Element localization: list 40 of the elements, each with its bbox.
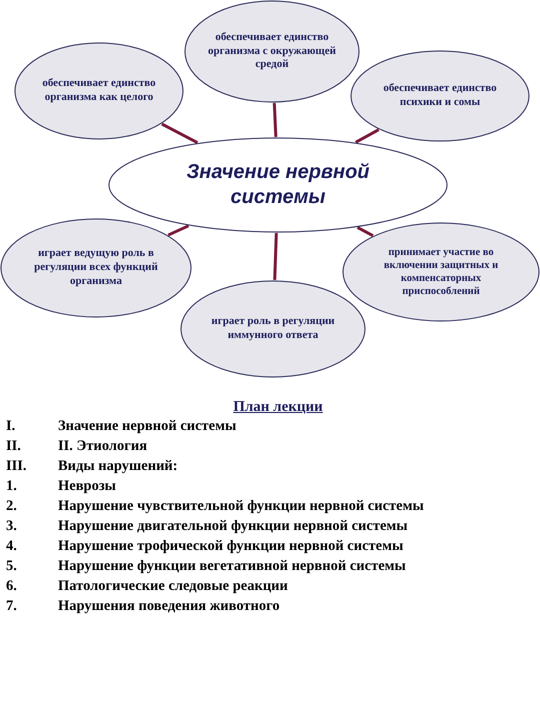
list-number: III.	[6, 457, 28, 476]
list-item-text: Нарушение функции вегетативной нервной системы	[58, 557, 406, 576]
list-number: I.	[6, 417, 16, 436]
connector-line	[273, 232, 278, 280]
ellipse-node	[342, 222, 540, 322]
node-text: обеспечивает единство психики и сомы	[382, 82, 498, 110]
list-number: 4.	[6, 537, 18, 556]
connector-line	[161, 122, 198, 144]
list-number: II.	[6, 437, 22, 456]
connector-line	[356, 226, 374, 237]
list-number: 6.	[6, 577, 18, 596]
list-item-text: Нарушение трофической функции нервной системы	[58, 537, 404, 556]
list-number: 2.	[6, 497, 18, 516]
list-number: 3.	[6, 517, 18, 536]
list-item-text: Патологические следовые реакции	[58, 577, 288, 596]
list-item-text: Нарушение двигательной функции нервной системы	[58, 517, 408, 536]
ellipse-node	[0, 218, 192, 318]
list-number: 5.	[6, 557, 18, 576]
node-text: обеспечивает единство организма с окружающей средой	[207, 30, 337, 72]
list-number: 7.	[6, 597, 18, 616]
list-item-text: Нарушение чувствительной функции нервной системы	[58, 497, 424, 516]
ellipse-node	[184, 0, 360, 103]
list-item-text: Нарушения поведения животного	[58, 597, 280, 616]
ellipse-node	[14, 42, 184, 140]
ellipse-node	[108, 137, 448, 233]
list-number: 1.	[6, 477, 18, 496]
list-item-text: Виды нарушений:	[58, 457, 178, 476]
node-text: обеспечивает единство организма как целого	[41, 77, 157, 105]
list-item-text: Значение нервной системы	[58, 417, 236, 436]
node-text: играет роль в регуляции иммунного ответа	[210, 315, 336, 343]
ellipse-node	[350, 50, 530, 142]
node-text: играет ведущую роль в регуляции всех функций организма	[33, 247, 159, 289]
list-item-text: Неврозы	[58, 477, 116, 496]
list-item-text: II. Этиология	[58, 437, 148, 456]
node-text: принимает участие во включении защитных и компенсаторных приспособлений	[382, 246, 500, 298]
connector-line	[272, 102, 278, 138]
node-text: Значение нервной системы	[185, 160, 371, 210]
plan-heading: План лекции	[232, 398, 324, 417]
ellipse-node	[180, 280, 366, 378]
connector-line	[168, 224, 190, 236]
